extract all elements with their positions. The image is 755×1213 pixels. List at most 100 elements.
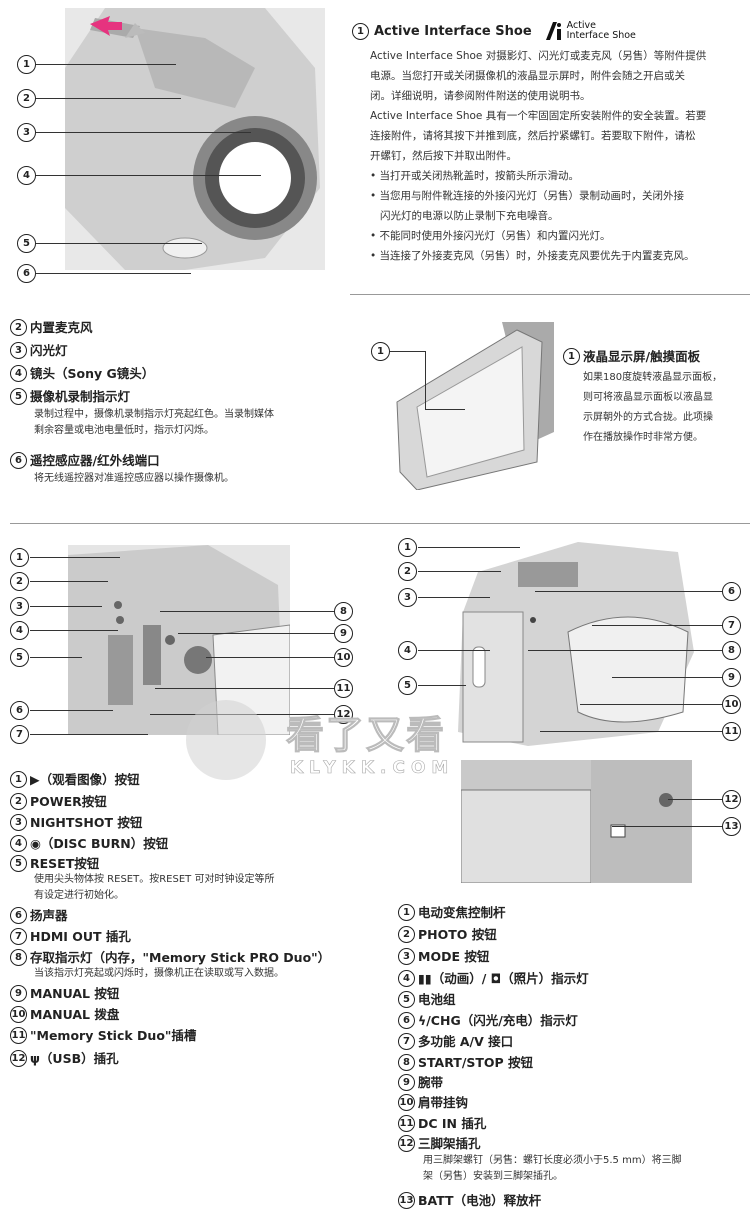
shoe-num: 1	[352, 22, 369, 40]
shoe-p2a: Active Interface Shoe 具有一个牢固固定所安装附件的安全装置…	[370, 110, 707, 122]
front-callout-5: 5	[17, 234, 36, 253]
left-callout-7: 7	[10, 725, 29, 744]
front-callout-1: 1	[17, 55, 36, 74]
shoe-b2b: 闪光灯的电源以防止录制下充电噪音。	[380, 210, 559, 222]
divider-1	[350, 294, 750, 295]
left-callout-10: 10	[334, 648, 353, 667]
shoe-b1: • 当打开或关闭热靴盖时，按箭头所示滑动。	[370, 170, 580, 182]
right-callout-6: 6	[722, 582, 741, 601]
shoe-title: Active Interface Shoe	[374, 23, 532, 39]
lcd-drawing	[396, 322, 554, 490]
camera-front-drawing	[65, 8, 325, 270]
right-callout-11: 11	[722, 722, 741, 741]
right-callout-7: 7	[722, 616, 741, 635]
camera-bottom-image	[461, 760, 692, 883]
front-callout-6: 6	[17, 264, 36, 283]
front-callout-2: 2	[17, 89, 36, 108]
lcd-callout-1: 1	[371, 342, 390, 361]
left-callout-11: 11	[334, 679, 353, 698]
shoe-p1b: 电源。当您打开或关闭摄像机的液晶显示屏时，附件会随之开启或关	[370, 70, 685, 82]
left-callout-4: 4	[10, 621, 29, 640]
right-callout-8: 8	[722, 641, 741, 660]
lcd-num: 1	[563, 348, 580, 365]
left-callout-3: 3	[10, 597, 29, 616]
shoe-b3: • 不能同时使用外接闪光灯（另售）和内置闪光灯。	[370, 230, 611, 242]
shoe-b2a: • 当您用与附件靴连接的外接闪光灯（另售）录制动画时，关闭外接	[370, 190, 685, 202]
right-item-4: 4▮▮（动画）/ ◘（照片）指示灯	[398, 968, 589, 987]
right-callout-9: 9	[722, 668, 741, 687]
right-callout-2: 2	[398, 562, 417, 581]
right-callout-10: 10	[722, 695, 741, 714]
right-callout-12: 12	[722, 790, 741, 809]
left-item-4: 4◉（DISC BURN）按钮	[10, 833, 168, 852]
watermark-title: 看了又看	[285, 713, 447, 758]
right-callout-5: 5	[398, 676, 417, 695]
divider-2	[10, 523, 750, 524]
left-callout-9: 9	[334, 624, 353, 643]
shoe-p1c: 闭。详细说明，请参阅附件附送的使用说明书。	[370, 90, 591, 102]
lcd-image	[392, 322, 554, 490]
shoe-p2b: 连接附件，请将其按下并推到底，然后拧紧螺钉。若要取下附件，请松	[370, 130, 696, 142]
shoe-p2c: 开螺钉，然后按下并取出附件。	[370, 150, 517, 162]
left-item-1: 1▶（观看图像）按钮	[10, 769, 140, 788]
left-item-11: 11"Memory Stick Duo"插槽	[10, 1027, 197, 1044]
left-callout-2: 2	[10, 572, 29, 591]
tripod-desc: 用三脚架螺钉（另售：螺钉长度必须小于5.5 mm）将三脚架（另售）安装到三脚架插…	[423, 1155, 682, 1182]
right-callout-13: 13	[722, 817, 741, 836]
right-callout-1: 1	[398, 538, 417, 557]
camera-right-drawing	[458, 542, 694, 746]
access-desc: 当该指示灯亮起或闪烁时，摄像机正在读取或写入数据。	[34, 968, 284, 979]
remote-desc: 将无线遥控器对准遥控感应器以操作摄像机。	[34, 473, 234, 484]
shoe-p1a: Active Interface Shoe 对摄影灯、闪光灯或麦克风（另售）等附…	[370, 50, 707, 62]
ai-logo-icon	[545, 22, 561, 40]
logo-text-2: Interface Shoe	[566, 30, 636, 41]
reset-desc: 使用尖头物体按 RESET。按RESET 可对时钟设定等所有设定进行初始化。	[34, 874, 275, 901]
right-callout-3: 3	[398, 588, 417, 607]
shoe-b4: • 当连接了外接麦克风（另售）时，外接麦克风要优先于内置麦克风。	[370, 250, 695, 262]
logo-text-1: Active	[566, 20, 597, 31]
shoe-section: 1 Active Interface Shoe Active Interface…	[352, 18, 750, 266]
camera-right-image	[458, 532, 694, 746]
rec-desc: 录制过程中，摄像机录制指示灯亮起红色。当录制媒体剩余容量或电池电量低时，指示灯闪…	[34, 409, 274, 436]
active-interface-shoe-logo: Active Interface Shoe	[544, 20, 636, 42]
watermark: 看了又看 KLYKK.COM	[186, 700, 506, 790]
camera-front-image	[65, 8, 325, 270]
right-callout-4: 4	[398, 641, 417, 660]
lcd-title: 液晶显示屏/触摸面板	[583, 349, 701, 364]
left-callout-6: 6	[10, 701, 29, 720]
camera-bottom-drawing	[461, 760, 692, 883]
left-callout-8: 8	[334, 602, 353, 621]
watermark-url: KLYKK.COM	[290, 758, 455, 779]
front-callout-3: 3	[17, 123, 36, 142]
front-callout-4: 4	[17, 166, 36, 185]
left-callout-5: 5	[10, 648, 29, 667]
left-callout-1: 1	[10, 548, 29, 567]
